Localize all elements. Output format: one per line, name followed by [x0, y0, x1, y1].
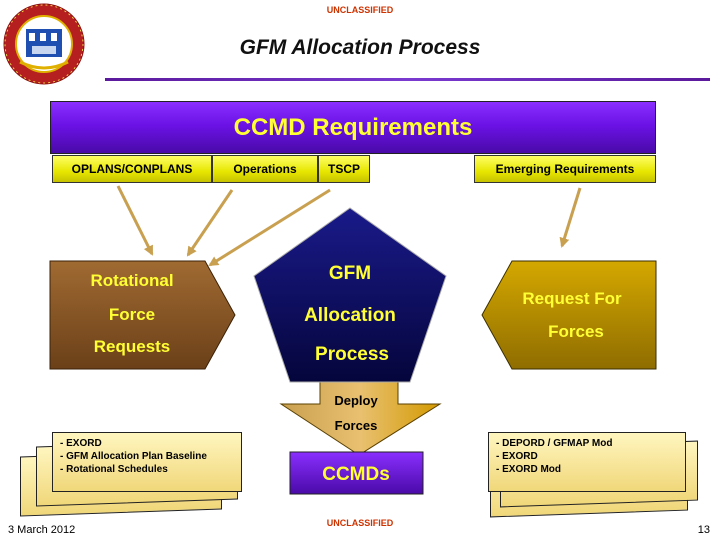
deploy-line: Deploy: [334, 393, 378, 408]
right-doc-line: - EXORD: [496, 451, 538, 462]
rotational-force-requests-shape: [49, 260, 236, 370]
classification-top: UNCLASSIFIED: [326, 5, 394, 15]
deploy-forces-arrow: [279, 377, 442, 456]
left-doc-line: - GFM Allocation Plan Baseline: [60, 451, 207, 462]
right-doc-front: - DEPORD / GFMAP Mod - EXORD - EXORD Mod: [488, 432, 686, 492]
arrow-operations-to-rotational: [186, 189, 234, 257]
request-line: Request For: [522, 289, 622, 308]
request-for-forces-shape: [481, 260, 657, 370]
rotational-line: Force: [109, 305, 155, 324]
emerging-requirements-box: Emerging Requirements: [474, 155, 656, 183]
right-doc-line: - DEPORD / GFMAP Mod: [496, 438, 613, 449]
oplans-conplans-box: OPLANS/CONPLANS: [52, 155, 212, 183]
ccmd-requirements-box: CCMD Requirements: [50, 101, 656, 154]
ccmds-label: CCMDs: [322, 464, 390, 485]
operations-box: Operations: [212, 155, 318, 183]
arrow-tscp-to-rotational: [208, 188, 331, 267]
arrow-oplans-to-rotational: [116, 185, 154, 256]
deploy-line: Forces: [335, 418, 378, 433]
gfm-line: GFM: [329, 263, 371, 284]
arrow-emerging-to-request: [559, 187, 582, 248]
title-underline: [105, 78, 710, 81]
rotational-line: Requests: [94, 337, 171, 356]
ccmds-box: [289, 451, 424, 495]
left-doc-front: - EXORD - GFM Allocation Plan Baseline -…: [52, 432, 242, 492]
request-line: Forces: [548, 322, 604, 341]
left-doc-line: - EXORD: [60, 438, 102, 449]
college-seal-logo: [3, 3, 85, 85]
tscp-box: TSCP: [318, 155, 370, 183]
gfm-allocation-process-pentagon: [253, 207, 447, 383]
rotational-line: Rotational: [90, 271, 173, 290]
classification-bottom: UNCLASSIFIED: [326, 518, 394, 528]
footer-date: 3 March 2012: [8, 524, 76, 536]
page-number: 13: [697, 524, 710, 536]
gfm-line: Allocation: [304, 305, 396, 326]
slide-title: GFM Allocation Process: [239, 36, 481, 59]
gfm-line: Process: [315, 344, 389, 365]
right-doc-line: - EXORD Mod: [496, 464, 561, 475]
left-doc-line: - Rotational Schedules: [60, 464, 168, 475]
